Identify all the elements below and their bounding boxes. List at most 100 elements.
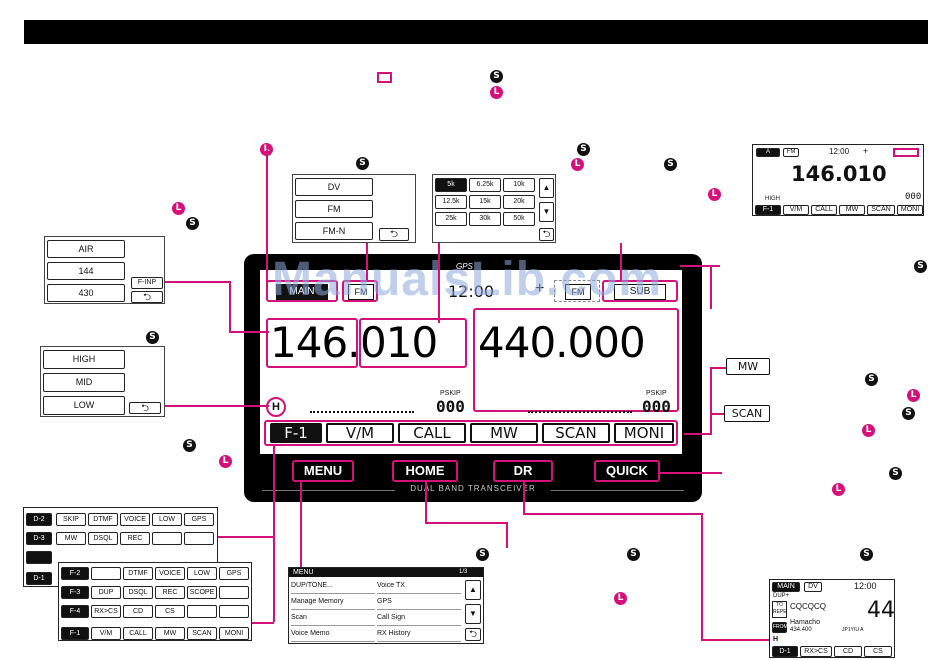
f2-key-low[interactable]: LOW — [187, 567, 217, 580]
softkey-scan[interactable]: SCAN — [542, 423, 610, 443]
f-inp-button[interactable]: F-INP — [131, 277, 163, 289]
step-15k[interactable]: 15k — [469, 195, 501, 209]
f1-key-scan[interactable]: SCAN — [187, 627, 217, 640]
f3-key-scope[interactable]: SCOPE — [187, 586, 217, 599]
sub-band-tag[interactable]: SUB — [602, 280, 678, 302]
f4-key-rxcs[interactable]: RX>CS — [91, 605, 121, 618]
step-30k[interactable]: 30k — [469, 212, 501, 226]
f1-key-moni[interactable]: MONI — [219, 627, 249, 640]
f4-key-cs[interactable]: CS — [155, 605, 185, 618]
pskip-value-right: 000 — [642, 397, 671, 416]
dr-key-cd[interactable]: CD — [834, 646, 862, 657]
dr-from-label: FROM — [772, 622, 788, 633]
f2-key-gps[interactable]: GPS — [219, 567, 249, 580]
f3-key-dsql[interactable]: DSQL — [123, 586, 153, 599]
menu-button[interactable]: MENU — [292, 460, 354, 482]
back-button[interactable]: ⮌ — [131, 291, 163, 303]
f3-key-rec[interactable]: REC — [155, 586, 185, 599]
power-low-button[interactable]: LOW — [43, 396, 125, 415]
menu-item-voice-memo[interactable]: Voice Memo — [291, 626, 375, 642]
step-25k[interactable]: 25k — [435, 212, 467, 226]
d2-key-low[interactable]: LOW — [152, 513, 182, 526]
band-430-button[interactable]: 430 — [47, 284, 125, 302]
leader-line — [438, 243, 440, 323]
softkey-mw[interactable]: MW — [470, 423, 538, 443]
f3-key-dup[interactable]: DUP — [91, 586, 121, 599]
menu-item-dup-tone[interactable]: DUP/TONE... — [291, 578, 375, 594]
softkey-vm[interactable]: V/M — [326, 423, 394, 443]
f4-key-cd[interactable]: CD — [123, 605, 153, 618]
menu-item-manage-memory[interactable]: Manage Memory — [291, 594, 375, 610]
f1-key-call[interactable]: CALL — [123, 627, 153, 640]
power-high-button[interactable]: HIGH — [43, 350, 125, 369]
short-touch-marker: S — [860, 548, 873, 561]
main-freq-khz-area[interactable] — [359, 318, 467, 368]
softkey-moni[interactable]: MONI — [614, 423, 674, 443]
dr-button[interactable]: DR — [493, 460, 553, 482]
dr-key-cs[interactable]: CS — [864, 646, 892, 657]
power-mid-button[interactable]: MID — [43, 373, 125, 392]
f2-key-empty[interactable] — [91, 567, 121, 580]
d2-key-skip[interactable]: SKIP — [56, 513, 86, 526]
softkey-call[interactable]: CALL — [398, 423, 466, 443]
step-10k[interactable]: 10k — [503, 178, 535, 192]
d3-key-empty[interactable] — [152, 532, 182, 545]
dr-key-rxcs[interactable]: RX>CS — [800, 646, 832, 657]
main-band-tag[interactable]: MAIN — [266, 280, 338, 302]
menu-item-call-sign[interactable]: Call Sign — [377, 610, 461, 626]
menu-up-button[interactable]: ▲ — [465, 580, 481, 600]
f3-key-empty[interactable] — [219, 586, 249, 599]
dr-from-name: Hamacho — [790, 619, 820, 626]
menu-item-gps[interactable]: GPS — [377, 594, 461, 610]
d3-key-rec[interactable]: REC — [120, 532, 150, 545]
back-button[interactable]: ⮌ — [379, 228, 409, 241]
quick-button[interactable]: QUICK — [594, 460, 660, 482]
step-6-25k[interactable]: 6.25k — [469, 178, 501, 192]
d2-key-voice[interactable]: VOICE — [120, 513, 150, 526]
step-50k[interactable]: 50k — [503, 212, 535, 226]
scroll-up-button[interactable]: ▲ — [539, 178, 554, 198]
f4-key-empty[interactable] — [219, 605, 249, 618]
long-touch-marker: L — [260, 143, 273, 156]
d3-key-mw[interactable]: MW — [56, 532, 86, 545]
dr-key-d1[interactable]: D-1 — [772, 646, 798, 657]
pskip-value-left: 000 — [436, 397, 465, 416]
main-frequency-khz: 010 — [360, 318, 438, 367]
step-20k[interactable]: 20k — [503, 195, 535, 209]
mode-dv-button[interactable]: DV — [295, 178, 373, 196]
short-touch-marker: S — [577, 143, 590, 156]
scroll-down-button[interactable]: ▼ — [539, 202, 554, 222]
menu-item-scan[interactable]: Scan — [291, 610, 375, 626]
power-indicator[interactable]: H — [266, 397, 286, 417]
main-freq-mhz-area[interactable] — [266, 318, 358, 368]
menu-item-voice-tx[interactable]: Voice TX — [377, 578, 461, 594]
f4-tag: F-4 — [61, 605, 89, 618]
back-button[interactable]: ⮌ — [539, 228, 554, 241]
band-144-button[interactable]: 144 — [47, 262, 125, 280]
f4-key-empty[interactable] — [187, 605, 217, 618]
band-air-button[interactable]: AIR — [47, 240, 125, 258]
softkey-f1[interactable]: F-1 — [270, 423, 322, 443]
mode-fmn-button[interactable]: FM-N — [295, 222, 373, 240]
step-12-5k[interactable]: 12.5k — [435, 195, 467, 209]
menu-down-button[interactable]: ▼ — [465, 604, 481, 624]
menu-item-rx-history[interactable]: RX History — [377, 626, 461, 642]
mode-button[interactable]: FM — [342, 280, 378, 302]
mode-fm-button[interactable]: FM — [295, 200, 373, 218]
f2-key-dtmf[interactable]: DTMF — [123, 567, 153, 580]
sub-mode-area[interactable]: FM — [554, 280, 600, 302]
home-button[interactable]: HOME — [392, 460, 458, 482]
back-button[interactable]: ⮌ — [129, 402, 161, 414]
menu-back-button[interactable]: ⮌ — [465, 628, 481, 641]
f1-key-vm[interactable]: V/M — [91, 627, 121, 640]
d2-key-gps[interactable]: GPS — [184, 513, 214, 526]
step-5k[interactable]: 5k — [435, 178, 467, 192]
power-select-popup: HIGH MID LOW ⮌ — [40, 346, 165, 417]
d2-key-dtmf[interactable]: DTMF — [88, 513, 118, 526]
mini-key-scan: SCAN — [867, 205, 895, 215]
d3-key-empty[interactable] — [184, 532, 214, 545]
d3-key-dsql[interactable]: DSQL — [88, 532, 118, 545]
f2-key-voice[interactable]: VOICE — [155, 567, 185, 580]
f1-key-mw[interactable]: MW — [155, 627, 185, 640]
